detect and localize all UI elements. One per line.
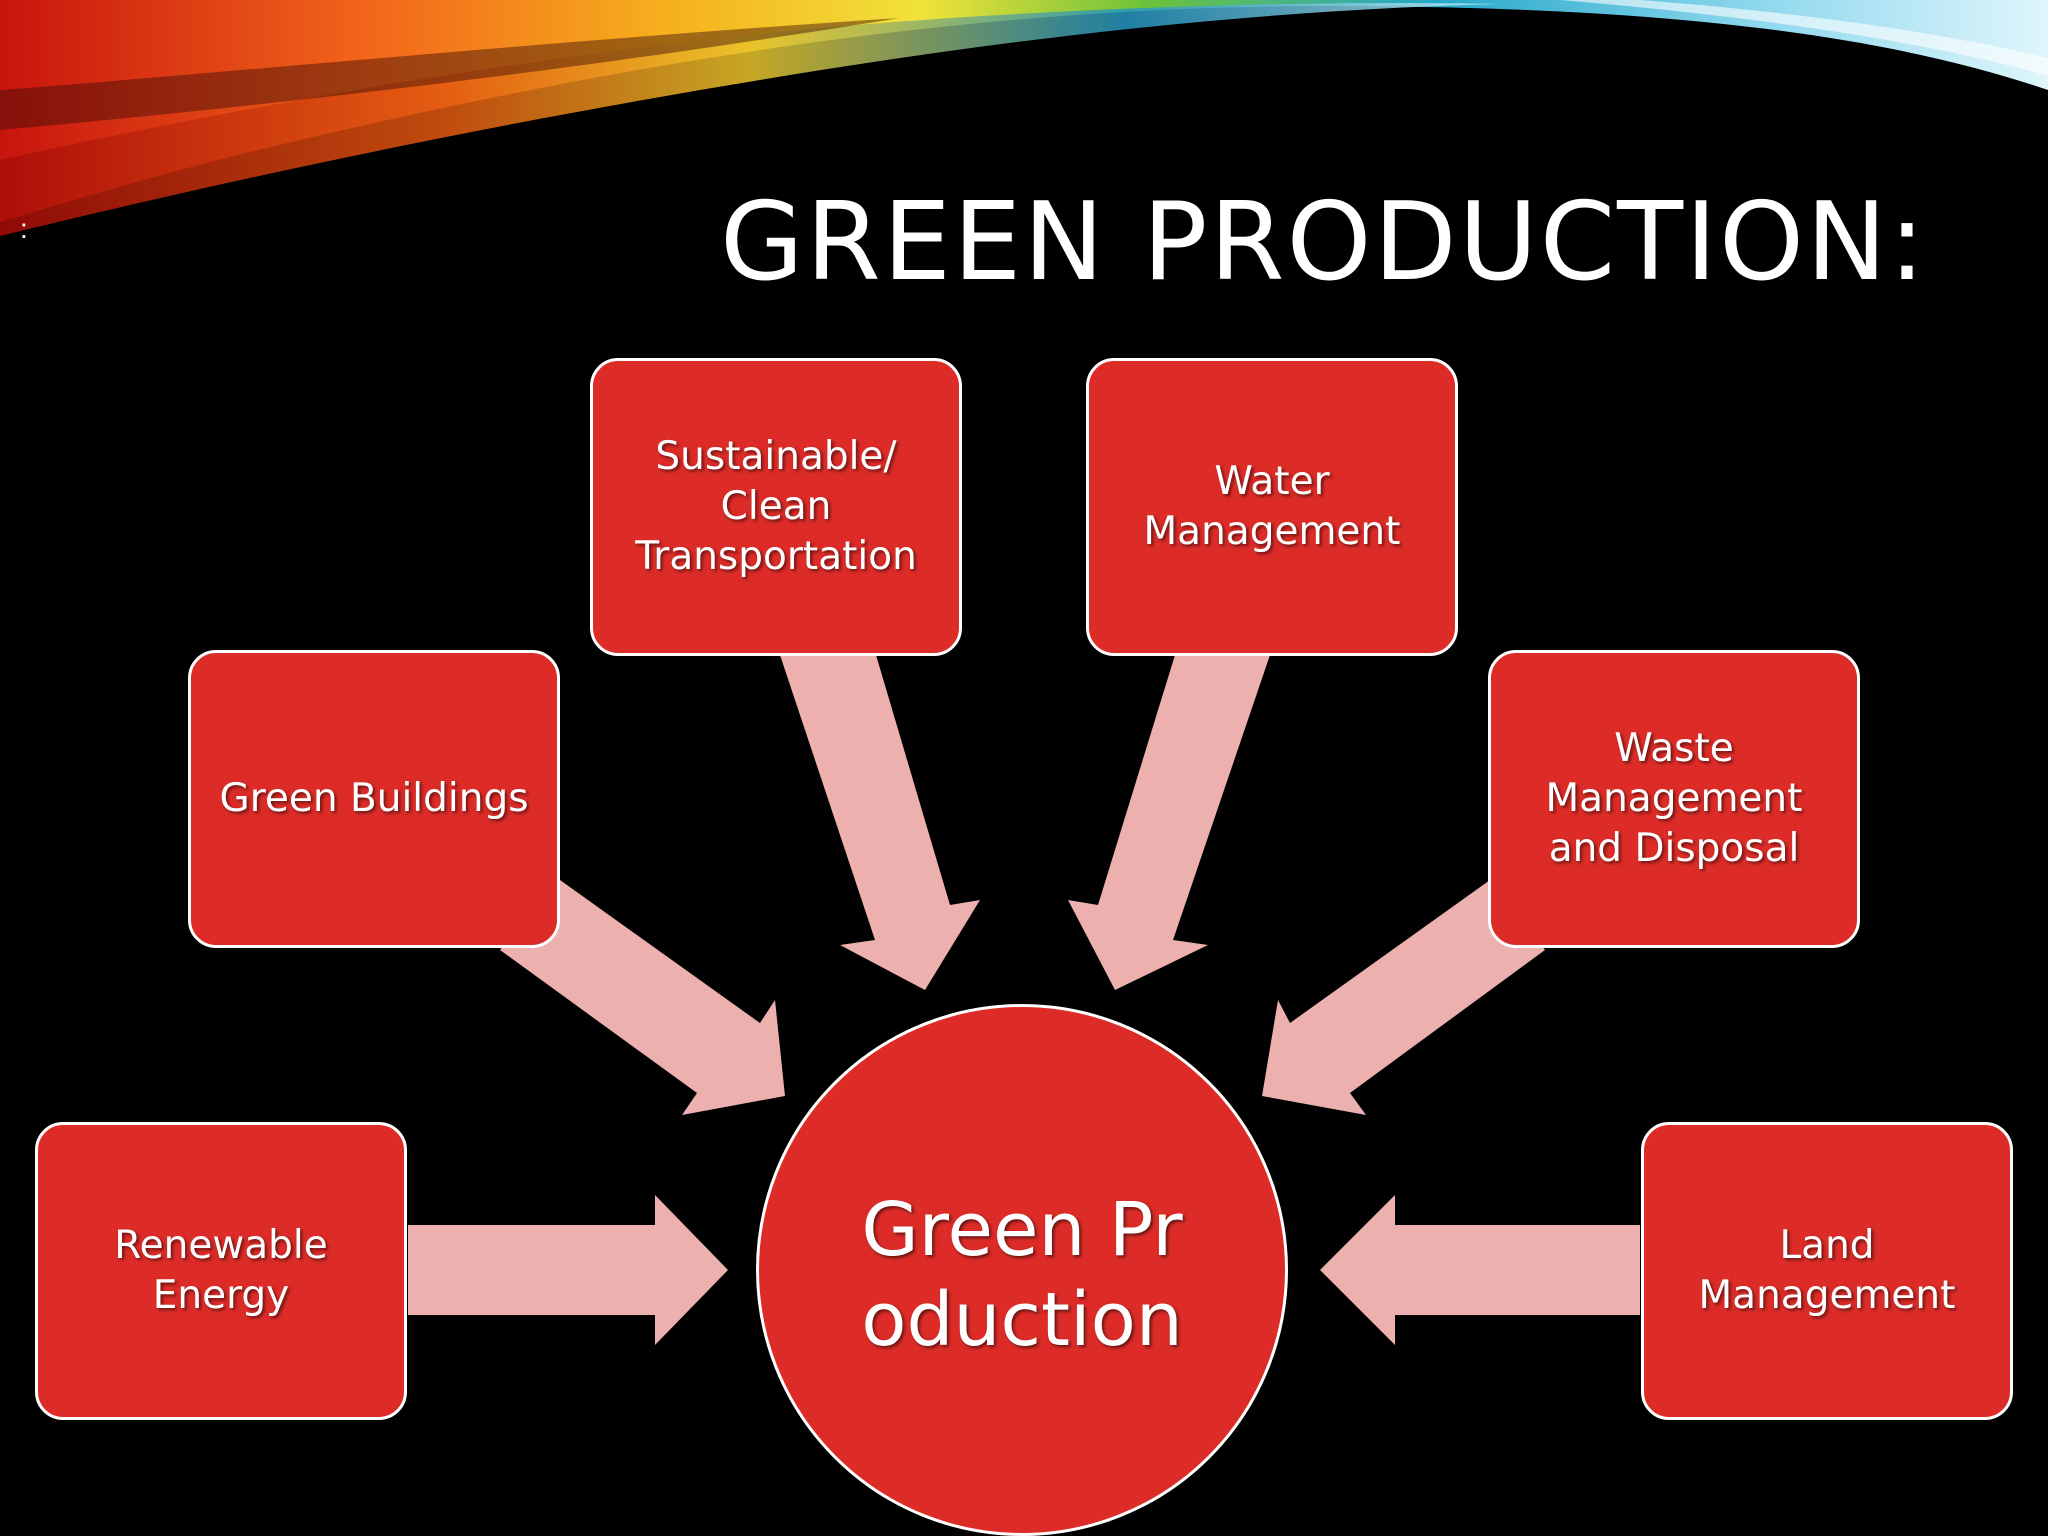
node-renewable-energy: Renewable Energy <box>35 1122 407 1420</box>
node-label: Land Management <box>1698 1223 1956 1318</box>
node-land-management: Land Management <box>1641 1122 2013 1420</box>
node-label: Sustainable/ Clean Transportation <box>635 434 917 579</box>
slide-title: GREEN PRODUCTION: <box>720 180 1928 305</box>
node-label: Water Management <box>1143 459 1401 554</box>
hub-green-production: Green Production <box>756 1004 1288 1536</box>
arrow-sustainable-transportation <box>780 655 980 990</box>
arrow-green-buildings <box>500 880 785 1115</box>
node-sustainable-transportation: Sustainable/ Clean Transportation <box>590 358 962 656</box>
node-label: Renewable Energy <box>114 1223 328 1318</box>
arrow-land-management <box>1320 1195 1640 1345</box>
arrow-water-management <box>1068 655 1270 990</box>
arrow-waste-management <box>1262 880 1545 1115</box>
node-label: Waste Management and Disposal <box>1545 726 1803 871</box>
rainbow-swoosh-decoration <box>0 0 2048 236</box>
side-marker-text: : <box>20 213 28 244</box>
node-waste-management: Waste Management and Disposal <box>1488 650 1860 948</box>
hub-label: Green Production <box>861 1187 1183 1363</box>
node-water-management: Water Management <box>1086 358 1458 656</box>
node-label: Green Buildings <box>219 776 529 821</box>
arrow-renewable-energy <box>408 1195 728 1345</box>
node-green-buildings: Green Buildings <box>188 650 560 948</box>
